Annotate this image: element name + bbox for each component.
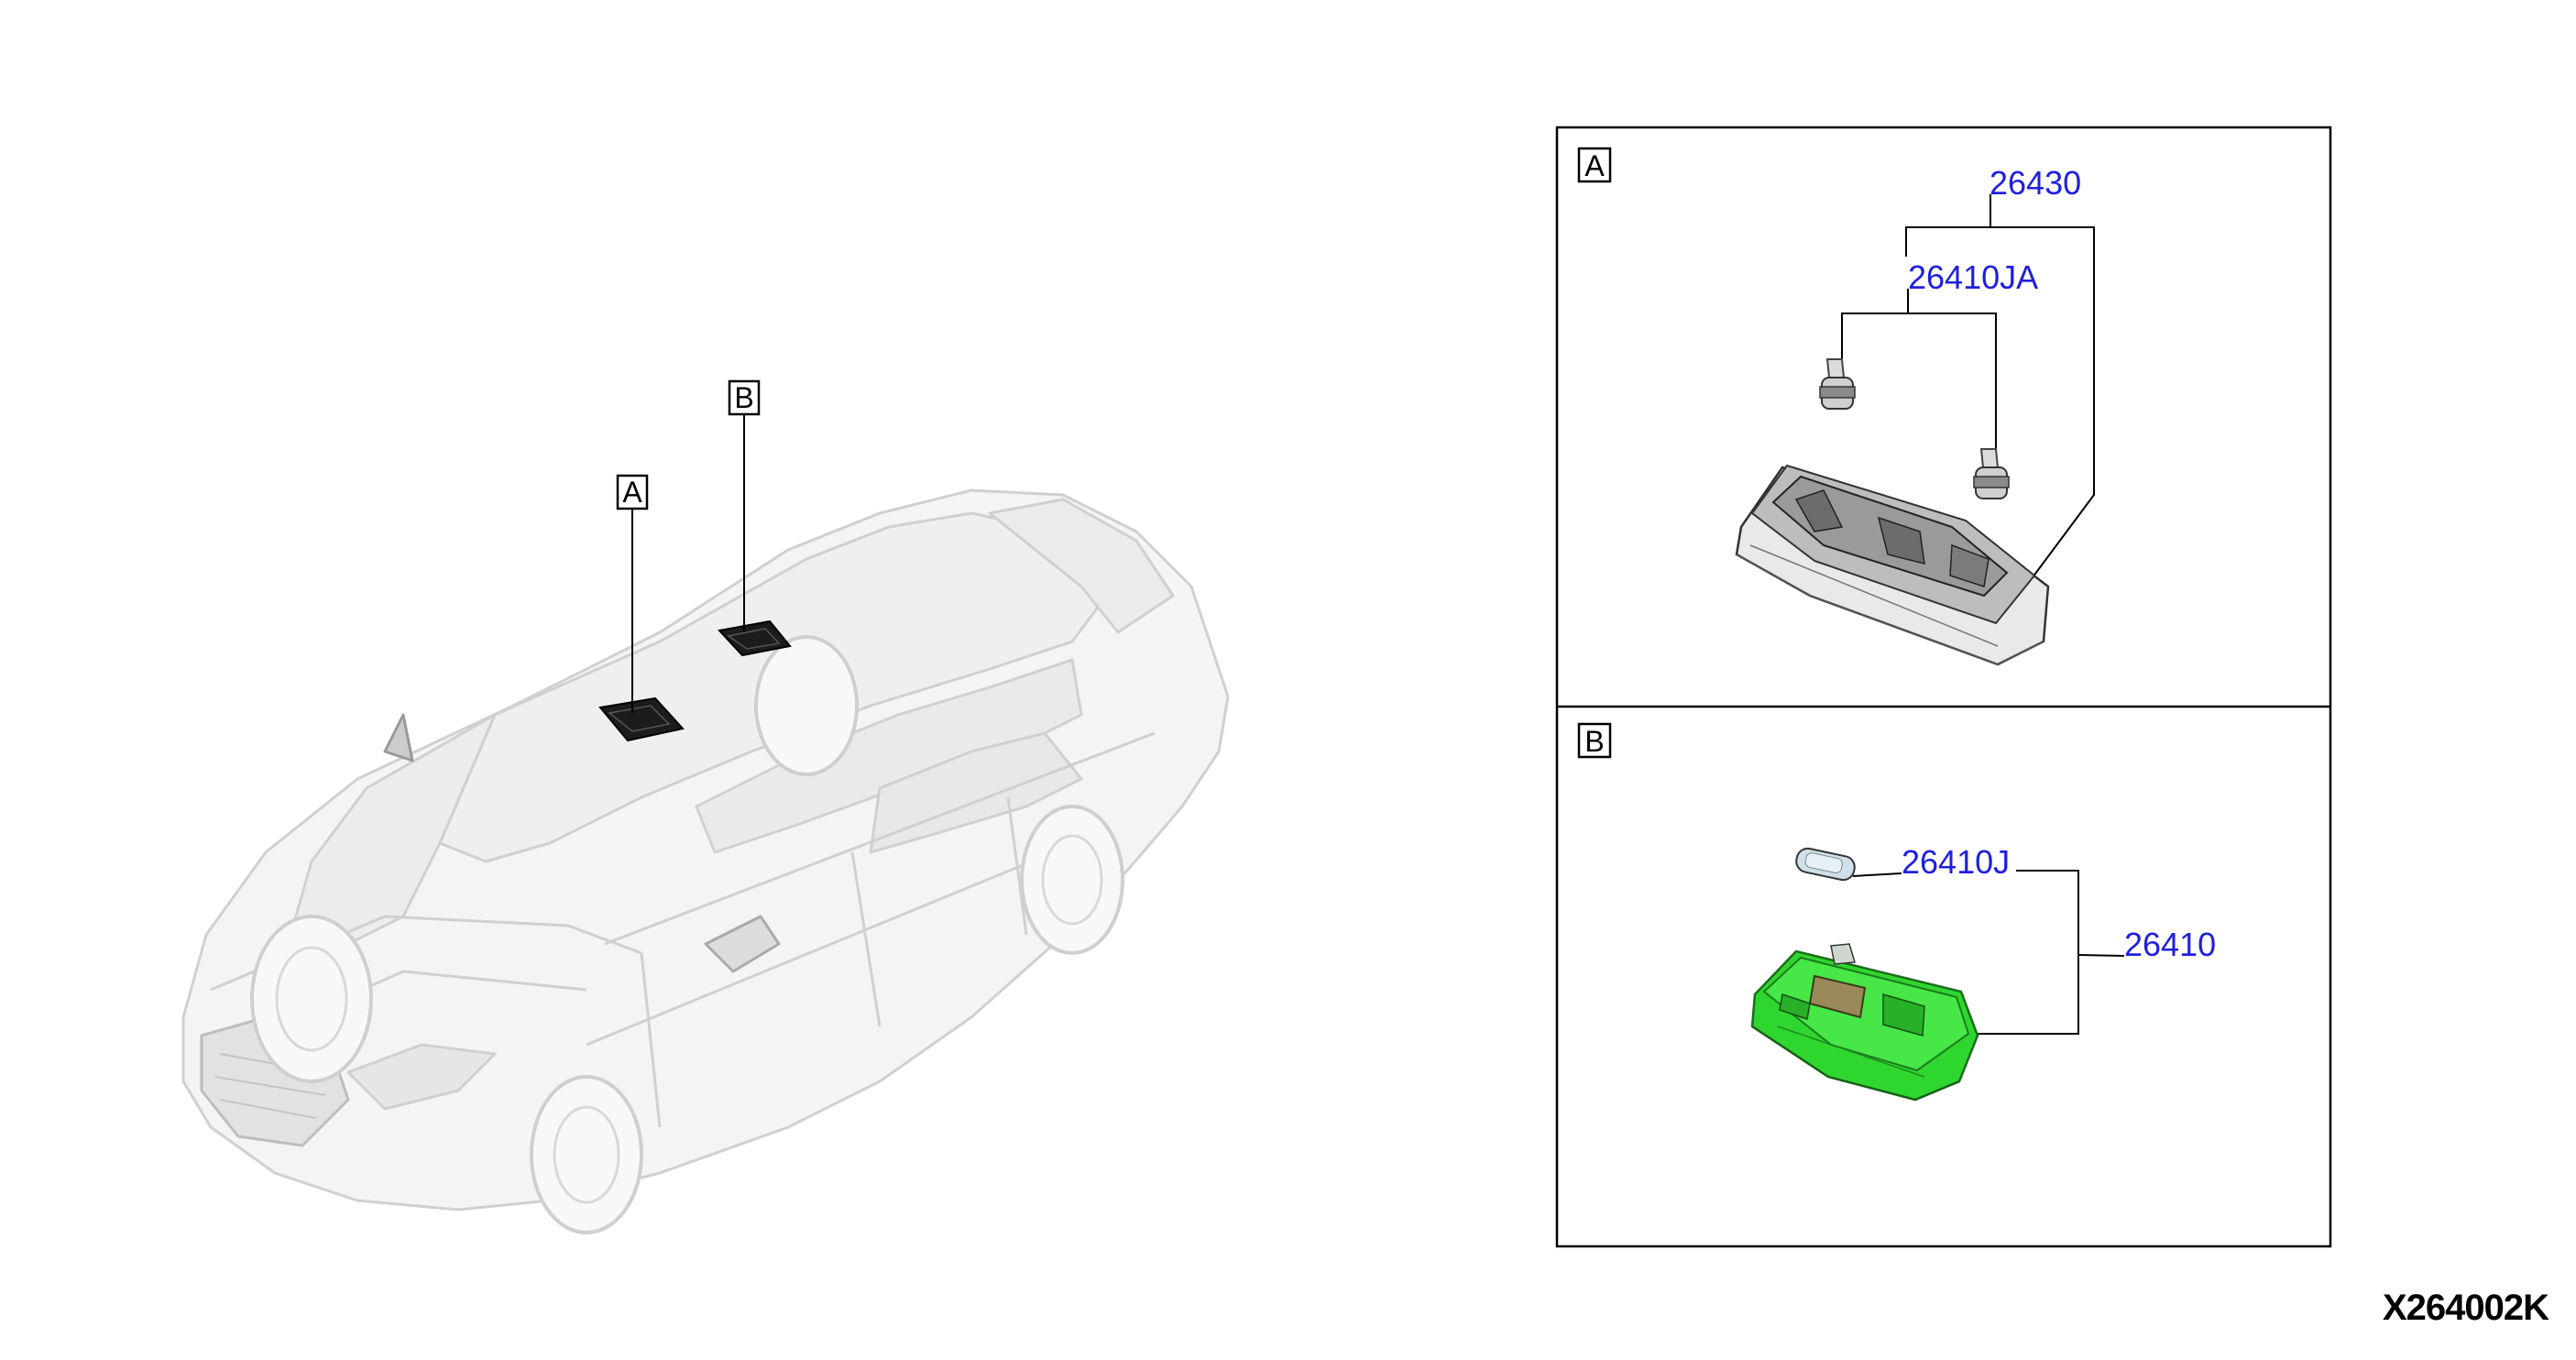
- map-lamp-assembly-icon[interactable]: [1735, 464, 2050, 666]
- callout-b-car[interactable]: B: [728, 379, 761, 416]
- bulb-26410ja-right[interactable]: [1973, 448, 2010, 499]
- bulb-26410ja-left[interactable]: [1819, 358, 1856, 410]
- part-label-26430[interactable]: 26430: [1990, 164, 2081, 202]
- panel-b-letter-box: B: [1577, 722, 1612, 759]
- panel-a-leader-lines: [1841, 194, 2095, 578]
- svg-text:B: B: [1584, 725, 1604, 758]
- panel-b-leader-lines: [1852, 870, 2125, 1035]
- panel-a: A 26430 26410JA: [1577, 147, 2095, 666]
- bulb-26410j[interactable]: [1794, 847, 1857, 883]
- room-lamp-marker: [718, 620, 792, 657]
- callout-a-car[interactable]: A: [616, 474, 649, 510]
- part-label-26410j[interactable]: 26410J: [1902, 843, 2010, 881]
- part-label-26410[interactable]: 26410: [2124, 926, 2216, 963]
- svg-text:A: A: [622, 476, 642, 509]
- map-lamp-marker: [598, 696, 685, 742]
- part-label-26410ja[interactable]: 26410JA: [1908, 258, 2038, 296]
- panel-a-letter-box: A: [1577, 147, 1612, 183]
- panel-b: B 26410J 26410: [1577, 722, 2216, 1102]
- drawing-id: X264002K: [2382, 1288, 2549, 1328]
- svg-text:A: A: [1584, 149, 1605, 182]
- room-lamp-assembly-icon[interactable]: [1750, 943, 1979, 1102]
- detail-frame: [1555, 126, 2332, 1248]
- car-outline-icon: [181, 488, 1230, 1234]
- svg-text:B: B: [734, 381, 753, 414]
